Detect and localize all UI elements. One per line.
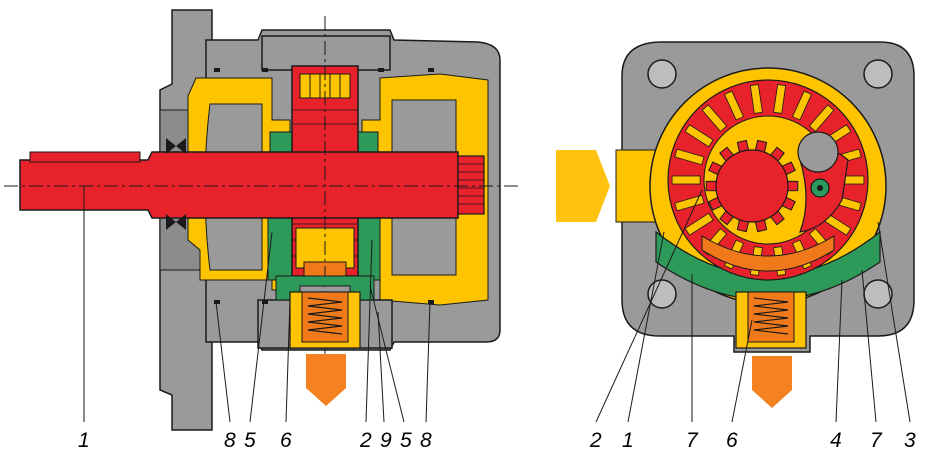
label-right-1: 2 xyxy=(589,429,602,452)
o-ring-marks xyxy=(214,68,434,304)
inlet-arrow xyxy=(556,150,610,222)
part-labels-right: 2 1 7 6 4 7 3 xyxy=(589,429,916,452)
shaft-key xyxy=(29,151,141,163)
valve-seal-ring xyxy=(275,275,375,301)
label-right-2: 1 xyxy=(622,429,634,452)
label-right-5: 4 xyxy=(830,429,842,452)
label-right-3: 7 xyxy=(686,429,699,452)
vane-gap xyxy=(749,84,763,114)
outlet-arrow-left xyxy=(306,354,346,406)
pressure-crescent xyxy=(701,235,835,272)
pivot-pin-centre xyxy=(817,185,823,191)
label-right-4: 6 xyxy=(726,429,738,452)
compensator-spring xyxy=(307,297,343,335)
longitudinal-section-view xyxy=(4,9,518,431)
compensator-spring-right xyxy=(753,297,789,335)
label-left-5: 2 xyxy=(359,429,372,452)
outlet-arrow-right xyxy=(752,356,792,408)
label-left-8: 8 xyxy=(420,429,432,452)
vane-gap xyxy=(701,104,728,132)
spline-end xyxy=(457,155,485,215)
label-left-1: 1 xyxy=(78,429,90,452)
vane-gap xyxy=(791,90,813,121)
label-right-6: 7 xyxy=(870,429,883,452)
shaft-seals xyxy=(166,138,186,230)
vane-gap xyxy=(773,84,787,114)
vane-gap xyxy=(674,148,705,166)
label-left-3: 5 xyxy=(244,429,256,452)
top-cover xyxy=(261,35,391,71)
vane-gap xyxy=(808,104,835,132)
label-right-7: 3 xyxy=(904,429,916,452)
part-labels-left: 1 8 5 6 2 9 5 8 xyxy=(78,429,432,452)
vane-gap xyxy=(684,212,714,236)
transverse-section-view xyxy=(556,41,915,408)
vane-gap xyxy=(674,194,705,212)
vane-gap xyxy=(723,90,745,121)
rotor-hub xyxy=(715,149,789,223)
pivot-disc xyxy=(797,131,839,173)
vane-gap xyxy=(671,175,701,185)
label-left-2: 8 xyxy=(224,429,236,452)
label-left-7: 5 xyxy=(400,429,412,452)
drive-shaft xyxy=(19,151,459,219)
seal-plate-top-left xyxy=(269,131,295,153)
label-left-4: 6 xyxy=(280,429,292,452)
vane-gap xyxy=(684,124,714,148)
label-left-6: 9 xyxy=(380,429,392,452)
leader-lines xyxy=(83,186,911,423)
bolt-holes xyxy=(647,59,893,309)
